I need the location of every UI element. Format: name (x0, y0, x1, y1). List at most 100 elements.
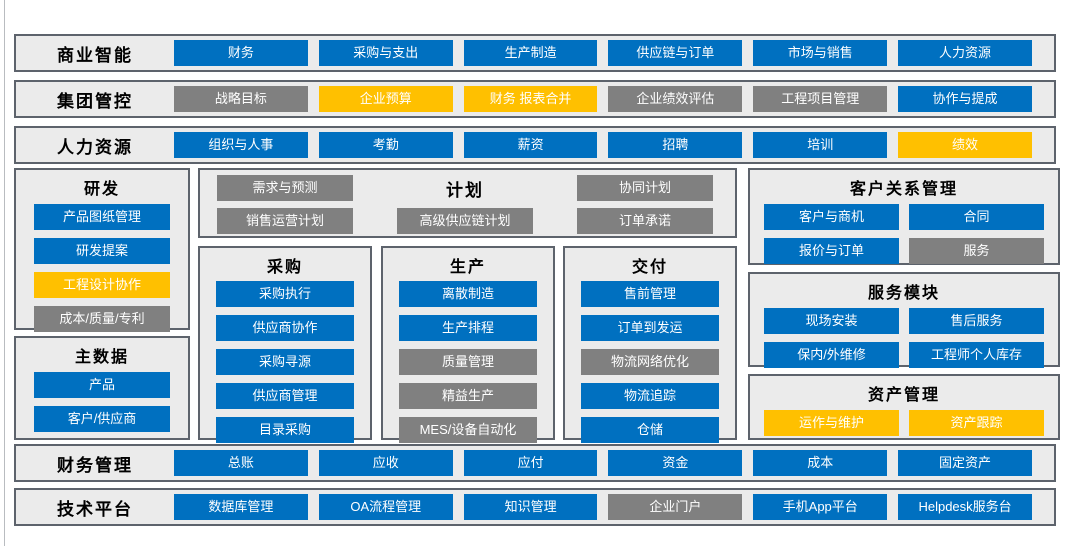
module-chip[interactable]: 售前管理 (581, 281, 719, 307)
panel-title: 主数据 (74, 349, 129, 366)
module-chip[interactable]: 研发提案 (34, 238, 170, 264)
module-chip[interactable]: 质量管理 (399, 349, 537, 375)
band-label: 人力资源 (57, 137, 133, 157)
band-items: 组织与人事 考勤 薪资 招聘 培训 绩效 (174, 132, 1032, 158)
module-chip[interactable]: 企业门户 (608, 494, 743, 520)
module-chip[interactable]: 战略目标 (174, 86, 308, 112)
panel-title: 计划 (446, 180, 484, 200)
module-chip[interactable]: 人力资源 (898, 40, 1032, 66)
module-chip[interactable]: 工程师个人库存 (909, 342, 1044, 368)
panel-items: 客户与商机 合同 报价与订单 服务 (750, 199, 1058, 264)
module-chip[interactable]: 生产制造 (463, 40, 598, 66)
module-chip[interactable]: 采购寻源 (216, 349, 354, 375)
module-chip[interactable]: 合同 (909, 204, 1044, 230)
module-chip[interactable]: 离散制造 (399, 281, 537, 307)
band-label: 财务管理 (57, 455, 133, 475)
module-chip[interactable]: 数据库管理 (174, 494, 308, 520)
module-chip[interactable]: 知识管理 (463, 494, 598, 520)
band-finance-management: 财务管理 总账 应收 应付 资金 成本 固定资产 (14, 444, 1056, 482)
module-chip[interactable]: 订单到发运 (581, 315, 719, 341)
module-chip[interactable]: 客户与商机 (764, 204, 899, 230)
panel-rd: 研发 产品图纸管理 研发提案 工程设计协作 成本/质量/专利 (14, 168, 190, 332)
panel-items: 离散制造 生产排程 质量管理 精益生产 MES/设备自动化 (383, 277, 553, 443)
band-items: 数据库管理 OA流程管理 知识管理 企业门户 手机App平台 Helpdesk服… (174, 494, 1032, 520)
module-chip[interactable]: 招聘 (608, 132, 743, 158)
module-chip[interactable]: 采购执行 (216, 281, 354, 307)
module-chip[interactable]: 售后服务 (909, 308, 1044, 334)
module-chip[interactable]: OA流程管理 (318, 494, 453, 520)
module-chip[interactable]: 资金 (608, 450, 743, 476)
module-chip[interactable]: 手机App平台 (753, 494, 888, 520)
module-chip[interactable]: 仓储 (581, 417, 719, 443)
module-chip[interactable]: 企业绩效评估 (608, 86, 743, 112)
module-chip[interactable]: 生产排程 (399, 315, 537, 341)
module-chip[interactable]: 财务 (174, 40, 308, 66)
module-chip[interactable]: 成本/质量/专利 (34, 306, 170, 332)
module-chip[interactable]: 订单承诺 (577, 208, 713, 234)
panel-delivery: 交付 售前管理 订单到发运 物流网络优化 物流追踪 仓储 (563, 246, 737, 443)
panel-title: 采购 (266, 259, 303, 276)
module-chip[interactable]: 资产跟踪 (909, 410, 1044, 436)
panel-crm: 客户关系管理 客户与商机 合同 报价与订单 服务 (748, 168, 1060, 265)
module-chip[interactable]: 绩效 (898, 132, 1032, 158)
panel-title: 客户关系管理 (849, 181, 958, 198)
module-chip[interactable]: 成本 (753, 450, 888, 476)
module-chip[interactable]: 保内/外维修 (764, 342, 899, 368)
module-chip[interactable]: 需求与预测 (217, 175, 353, 201)
panel-title: 交付 (631, 259, 668, 276)
panel-items: 售前管理 订单到发运 物流网络优化 物流追踪 仓储 (565, 277, 735, 443)
band-label: 集团管控 (57, 91, 133, 111)
band-technology-platform: 技术平台 数据库管理 OA流程管理 知识管理 企业门户 手机App平台 Help… (14, 488, 1056, 526)
module-chip[interactable]: 运作与维护 (764, 410, 899, 436)
module-chip[interactable]: 报价与订单 (764, 238, 899, 264)
module-chip[interactable]: 现场安装 (764, 308, 899, 334)
band-human-resources: 人力资源 组织与人事 考勤 薪资 招聘 培训 绩效 (14, 126, 1056, 164)
module-chip[interactable]: 销售运营计划 (217, 208, 353, 234)
module-chip[interactable]: 产品 (34, 372, 170, 398)
module-chip[interactable]: 协作与提成 (898, 86, 1032, 112)
module-chip[interactable]: MES/设备自动化 (399, 417, 537, 443)
module-chip[interactable]: 市场与销售 (753, 40, 888, 66)
module-chip[interactable]: 供应商协作 (216, 315, 354, 341)
module-chip[interactable]: 客户/供应商 (34, 406, 170, 432)
module-chip[interactable]: 物流追踪 (581, 383, 719, 409)
left-edge-line (4, 0, 5, 546)
band-items: 财务 采购与支出 生产制造 供应链与订单 市场与销售 人力资源 (174, 40, 1032, 66)
module-chip[interactable]: 培训 (753, 132, 888, 158)
band-label: 技术平台 (57, 499, 133, 519)
panel-service-modules: 服务模块 现场安装 售后服务 保内/外维修 工程师个人库存 (748, 272, 1060, 368)
module-chip[interactable]: 工程设计协作 (34, 272, 170, 298)
panel-items: 采购执行 供应商协作 采购寻源 供应商管理 目录采购 (200, 277, 370, 443)
module-chip[interactable]: 企业预算 (318, 86, 453, 112)
panel-title: 资产管理 (867, 387, 940, 404)
module-chip[interactable]: 供应链与订单 (608, 40, 743, 66)
module-chip[interactable]: 精益生产 (399, 383, 537, 409)
module-chip[interactable]: 目录采购 (216, 417, 354, 443)
panel-items: 产品 客户/供应商 (16, 367, 188, 432)
module-chip[interactable]: 组织与人事 (174, 132, 308, 158)
module-chip[interactable]: 协同计划 (577, 175, 713, 201)
module-chip[interactable]: 供应商管理 (216, 383, 354, 409)
module-chip[interactable]: 高级供应链计划 (397, 208, 533, 234)
panel-items: 产品图纸管理 研发提案 工程设计协作 成本/质量/专利 (16, 199, 188, 332)
module-chip[interactable]: 固定资产 (898, 450, 1032, 476)
module-chip[interactable]: 财务 报表合并 (463, 86, 598, 112)
module-chip[interactable]: 应收 (318, 450, 453, 476)
band-items: 战略目标 企业预算 财务 报表合并 企业绩效评估 工程项目管理 协作与提成 (174, 86, 1032, 112)
module-chip[interactable]: 产品图纸管理 (34, 204, 170, 230)
module-chip[interactable]: 工程项目管理 (753, 86, 888, 112)
module-chip[interactable]: 总账 (174, 450, 308, 476)
module-chip[interactable]: 应付 (463, 450, 598, 476)
module-chip[interactable]: Helpdesk服务台 (898, 494, 1032, 520)
panel-items: 现场安装 售后服务 保内/外维修 工程师个人库存 (750, 303, 1058, 368)
module-chip[interactable]: 服务 (909, 238, 1044, 264)
module-chip[interactable]: 考勤 (318, 132, 453, 158)
module-chip[interactable]: 薪资 (463, 132, 598, 158)
band-items: 总账 应收 应付 资金 成本 固定资产 (174, 450, 1032, 476)
module-chip[interactable]: 物流网络优化 (581, 349, 719, 375)
module-chip[interactable]: 采购与支出 (318, 40, 453, 66)
panel-asset-management: 资产管理 运作与维护 资产跟踪 (748, 374, 1060, 440)
panel-procurement: 采购 采购执行 供应商协作 采购寻源 供应商管理 目录采购 (198, 246, 372, 443)
panel-production: 生产 离散制造 生产排程 质量管理 精益生产 MES/设备自动化 (381, 246, 555, 443)
